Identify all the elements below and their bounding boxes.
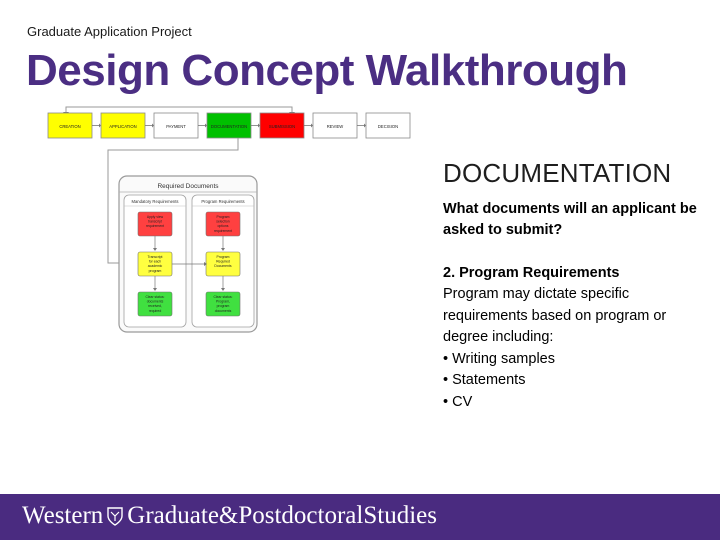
step-box (365, 112, 411, 139)
section-heading: DOCUMENTATION (443, 158, 672, 188)
step-arrowhead (311, 123, 313, 128)
step-box (259, 112, 305, 139)
card-text: requirement (146, 224, 164, 228)
card-text: documents (215, 309, 232, 313)
card-text: requirement (214, 229, 232, 233)
card-text: Transcript (148, 255, 163, 259)
step-arrowhead (258, 123, 260, 128)
requirement-card (205, 291, 241, 317)
footer-wordmark: Western Graduate&PostdoctoralStudies (22, 502, 437, 530)
card-text: documents (147, 300, 164, 304)
lane-title: Program Requirements (201, 199, 244, 204)
loop-connector (65, 106, 293, 113)
card-text: Program (216, 215, 229, 219)
deck-kicker: Graduate Application Project (27, 24, 192, 39)
card-text: Required (216, 260, 230, 264)
card-text: Clear status: (145, 295, 164, 299)
footer-bar: Western Graduate&PostdoctoralStudies (0, 494, 720, 540)
card-text: for each (149, 260, 161, 264)
card-text: transcript (148, 220, 162, 224)
step-label: DOCUMENTATION (211, 124, 247, 129)
card-text: selection (216, 220, 229, 224)
step-label: REVIEW (327, 124, 344, 129)
lane-title: Mandatory Requirements (131, 199, 178, 204)
card-text: academic (148, 264, 163, 268)
card-text: received, (148, 304, 162, 308)
step-box (312, 112, 358, 139)
step-label: DECISION (378, 124, 398, 129)
step-label: CREATION (59, 124, 80, 129)
card-text: options (218, 224, 229, 228)
card-text: Program, (216, 300, 230, 304)
requirement-subheading: 2. Program Requirements (443, 265, 620, 281)
slide-title: Design Concept Walkthrough (26, 46, 628, 95)
process-diagram: CREATION APPLICATION PAYMENT DOCUMENTATION S… (44, 103, 426, 335)
step-label: PAYMENT (166, 124, 186, 129)
card-text: Apply view (147, 215, 164, 219)
section-question: What documents will an applicant be aske… (443, 201, 697, 238)
footer-school: Graduate&PostdoctoralStudies (127, 502, 437, 529)
card-arrowhead (221, 248, 225, 251)
card-arrowhead (153, 288, 157, 291)
card-text: program (149, 269, 162, 273)
doc-connector (107, 138, 239, 264)
lane-cross-arrowhead (204, 262, 207, 266)
footer-university: Western (22, 502, 104, 529)
list-item: CV (443, 392, 708, 414)
step-box (100, 112, 146, 139)
list-item: Writing samples (443, 349, 708, 371)
panel-title: Required Documents (157, 183, 219, 190)
card-text: required (149, 309, 162, 313)
content-panel: DOCUMENTATION What documents will an app… (443, 158, 708, 413)
step-arrowhead (99, 123, 101, 128)
step-label: APPLICATION (109, 124, 136, 129)
step-arrowhead (152, 123, 154, 128)
list-item: Statements (443, 370, 708, 392)
step-label: SUBMISSION (269, 124, 295, 129)
card-text: program (217, 304, 230, 308)
card-text: Clear status: (213, 295, 232, 299)
card-arrowhead (153, 248, 157, 251)
step-arrowhead (364, 123, 366, 128)
card-arrowhead (221, 288, 225, 291)
step-row: CREATION APPLICATION PAYMENT DOCUMENTATION S… (47, 112, 411, 139)
crest-icon (107, 506, 123, 526)
requirement-body: Program may dictate specific requirement… (443, 286, 667, 345)
requirement-card (137, 291, 173, 317)
requirement-list: Writing samples Statements CV (443, 349, 708, 414)
card-text: Documents (214, 264, 231, 268)
card-text: Program (216, 255, 229, 259)
step-arrowhead (205, 123, 207, 128)
